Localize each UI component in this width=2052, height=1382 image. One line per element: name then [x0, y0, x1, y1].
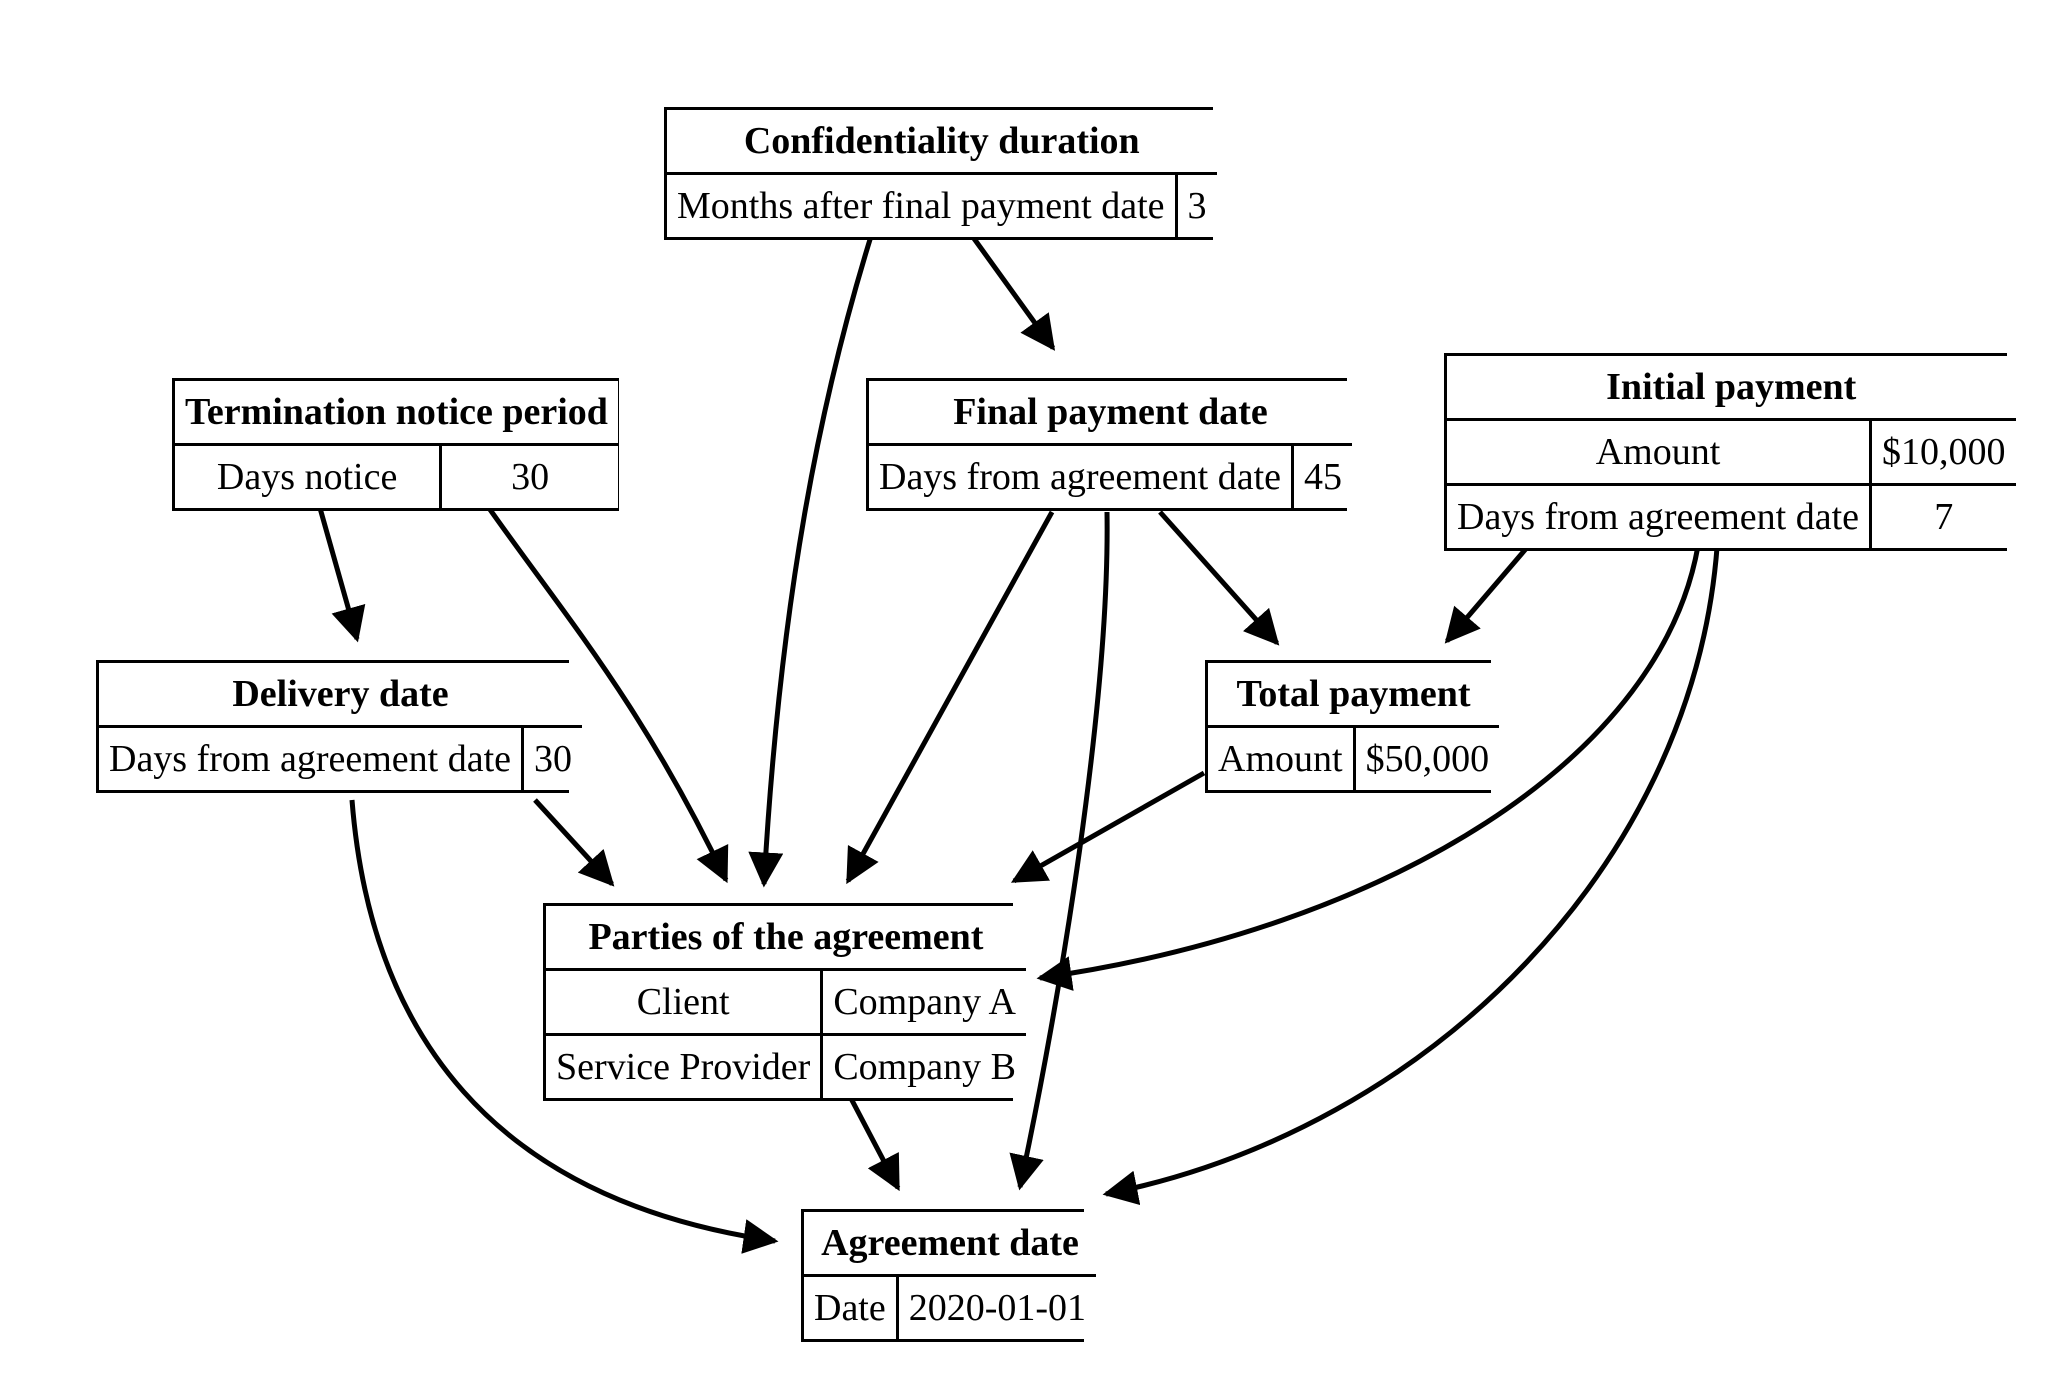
- node-row: Service Provider Company B: [546, 1033, 1026, 1098]
- node-row: Amount $10,000: [1447, 419, 2016, 485]
- row-key: Days from agreement date: [869, 444, 1294, 508]
- row-key: Date: [804, 1275, 899, 1339]
- node-title: Initial payment: [1447, 356, 2016, 421]
- edge-confidentiality-duration-to-parties-of-the-agreement: [748, 232, 875, 888]
- row-key: Service Provider: [546, 1033, 824, 1098]
- node-delivery-date[interactable]: Delivery date Days from agreement date 3…: [96, 660, 582, 793]
- edge-final-payment-date-to-parties-of-the-agreement: [845, 510, 1055, 885]
- node-title: Total payment: [1208, 663, 1500, 728]
- row-value: 3: [1176, 173, 1217, 237]
- row-key: Days notice: [175, 444, 443, 508]
- node-title: Final payment date: [869, 381, 1352, 446]
- node-row: Date 2020-01-01: [804, 1275, 1097, 1339]
- edge-parties-of-the-agreement-to-agreement-date: [842, 1085, 901, 1192]
- edge-total-payment-to-parties-of-the-agreement: [1010, 770, 1206, 884]
- node-title: Confidentiality duration: [667, 110, 1217, 175]
- node-parties-of-the-agreement[interactable]: Parties of the agreement Client Company …: [543, 903, 1026, 1101]
- row-key: Months after final payment date: [667, 173, 1178, 237]
- row-key: Amount: [1208, 726, 1356, 790]
- edge-confidentiality-duration-to-final-payment-date: [967, 231, 1056, 351]
- node-agreement-date[interactable]: Agreement date Date 2020-01-01: [801, 1209, 1097, 1342]
- node-final-payment-date[interactable]: Final payment date Days from agreement d…: [866, 378, 1352, 511]
- node-confidentiality-duration[interactable]: Confidentiality duration Months after fi…: [664, 107, 1217, 240]
- row-value: Company B: [821, 1033, 1026, 1098]
- edge-termination-notice-period-to-delivery-date: [315, 500, 366, 643]
- node-title: Termination notice period: [175, 381, 618, 446]
- node-row: Days from agreement date 45: [869, 444, 1352, 508]
- node-title: Delivery date: [99, 663, 582, 728]
- node-title: Parties of the agreement: [546, 906, 1026, 971]
- row-key: Amount: [1447, 419, 1872, 485]
- row-value: Company A: [821, 969, 1026, 1035]
- node-title: Agreement date: [804, 1212, 1097, 1277]
- row-value: $10,000: [1870, 419, 2016, 485]
- node-row: Amount $50,000: [1208, 726, 1500, 790]
- edge-final-payment-date-to-total-payment: [1158, 510, 1280, 646]
- node-row: Months after final payment date 3: [667, 173, 1217, 237]
- row-value: 2020-01-01: [897, 1275, 1097, 1339]
- node-row: Days from agreement date 30: [99, 726, 582, 790]
- edge-final-payment-date-to-agreement-date: [1009, 511, 1110, 1191]
- node-row: Client Company A: [546, 969, 1026, 1035]
- row-key: Client: [546, 969, 824, 1035]
- row-key: Days from agreement date: [1447, 483, 1872, 548]
- edge-initial-payment-to-agreement-date: [1102, 532, 1721, 1206]
- node-row: Days from agreement date 7: [1447, 483, 2016, 548]
- row-value: 45: [1292, 444, 1352, 508]
- node-total-payment[interactable]: Total payment Amount $50,000: [1205, 660, 1500, 793]
- node-row: Days notice 30: [175, 444, 618, 508]
- row-value: 30: [522, 726, 582, 790]
- node-initial-payment[interactable]: Initial payment Amount $10,000 Days from…: [1444, 353, 2016, 551]
- edge-delivery-date-to-parties-of-the-agreement: [533, 798, 615, 887]
- row-value: 7: [1870, 483, 2016, 548]
- row-value: 30: [440, 444, 618, 508]
- row-value: $50,000: [1354, 726, 1500, 790]
- node-termination-notice-period[interactable]: Termination notice period Days notice 30: [172, 378, 619, 511]
- row-key: Days from agreement date: [99, 726, 524, 790]
